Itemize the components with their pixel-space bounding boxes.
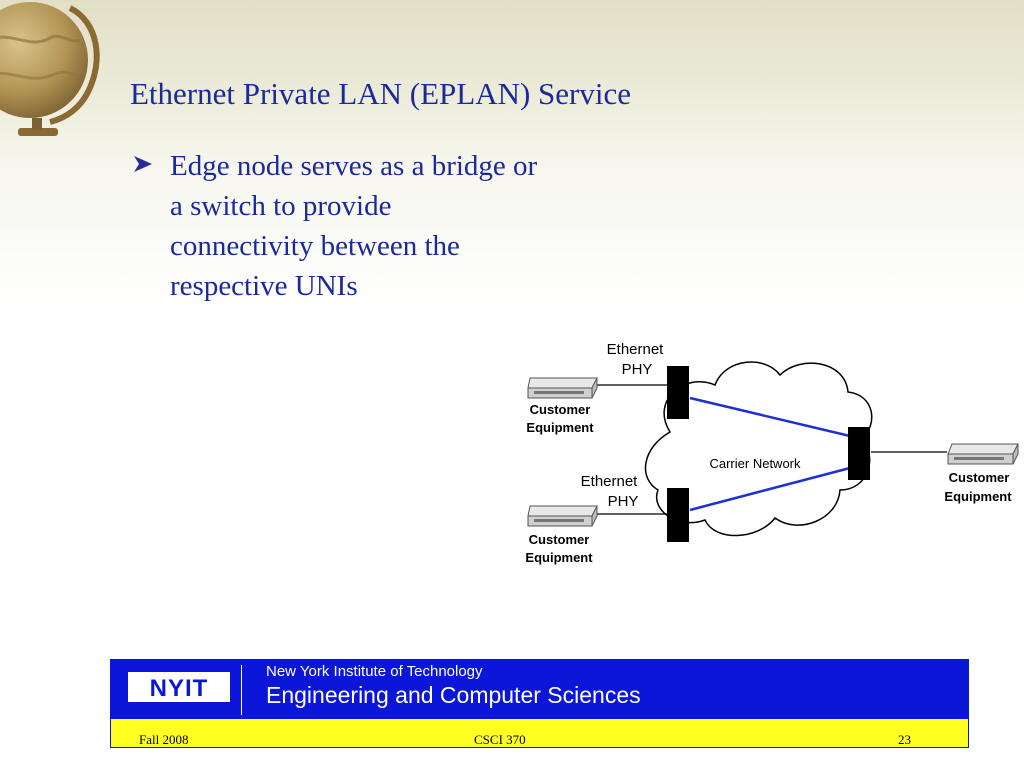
phy-block-bottom	[667, 488, 689, 542]
phy-block-top	[667, 366, 689, 419]
footer-banner: NYIT New York Institute of Technology En…	[110, 659, 969, 719]
customer-right-label-line2: Equipment	[944, 489, 1012, 504]
top-phy-label-line2: PHY	[622, 361, 653, 378]
customer-right-label-line1: Customer	[949, 470, 1010, 485]
customer-equipment-bottom	[527, 505, 598, 527]
customer-bottom-label-line2: Equipment	[525, 550, 593, 565]
globe-image	[0, 2, 100, 136]
institute-name: New York Institute of Technology	[266, 663, 483, 680]
slide-title: Ethernet Private LAN (EPLAN) Service	[130, 76, 632, 111]
footer-info-bar: Fall 2008 CSCI 370 23	[110, 719, 969, 748]
virtual-link-bottom	[689, 466, 851, 512]
phy-block-right	[848, 427, 870, 480]
cloud-label: Carrier Network	[709, 456, 801, 471]
bottom-phy-label-line2: PHY	[608, 493, 639, 510]
customer-bottom-label-line1: Customer	[529, 532, 590, 547]
bottom-phy-label-line1: Ethernet	[581, 473, 639, 490]
eplan-diagram: Carrier Network Ethernet PHY Ethernet PH…	[525, 341, 1019, 565]
customer-equipment-top	[527, 377, 598, 399]
footer-divider	[241, 665, 242, 715]
customer-top-label-line2: Equipment	[526, 420, 594, 435]
slide-number: 23	[898, 732, 911, 747]
bullet-item: Edge node serves as a bridge or a switch…	[132, 146, 542, 306]
bullet-text: Edge node serves as a bridge or a switch…	[170, 150, 538, 302]
arrow-bullet-icon	[134, 156, 152, 172]
customer-top-label-line1: Customer	[530, 402, 591, 417]
footer-term: Fall 2008	[139, 732, 189, 747]
top-phy-label-line1: Ethernet	[607, 341, 665, 358]
footer-course: CSCI 370	[474, 732, 526, 747]
customer-equipment-right	[947, 443, 1019, 465]
school-name: Engineering and Computer Sciences	[266, 682, 641, 708]
virtual-link-top	[689, 396, 851, 438]
nyit-logo: NYIT	[128, 672, 230, 702]
nyit-logo-text: NYIT	[150, 675, 209, 702]
